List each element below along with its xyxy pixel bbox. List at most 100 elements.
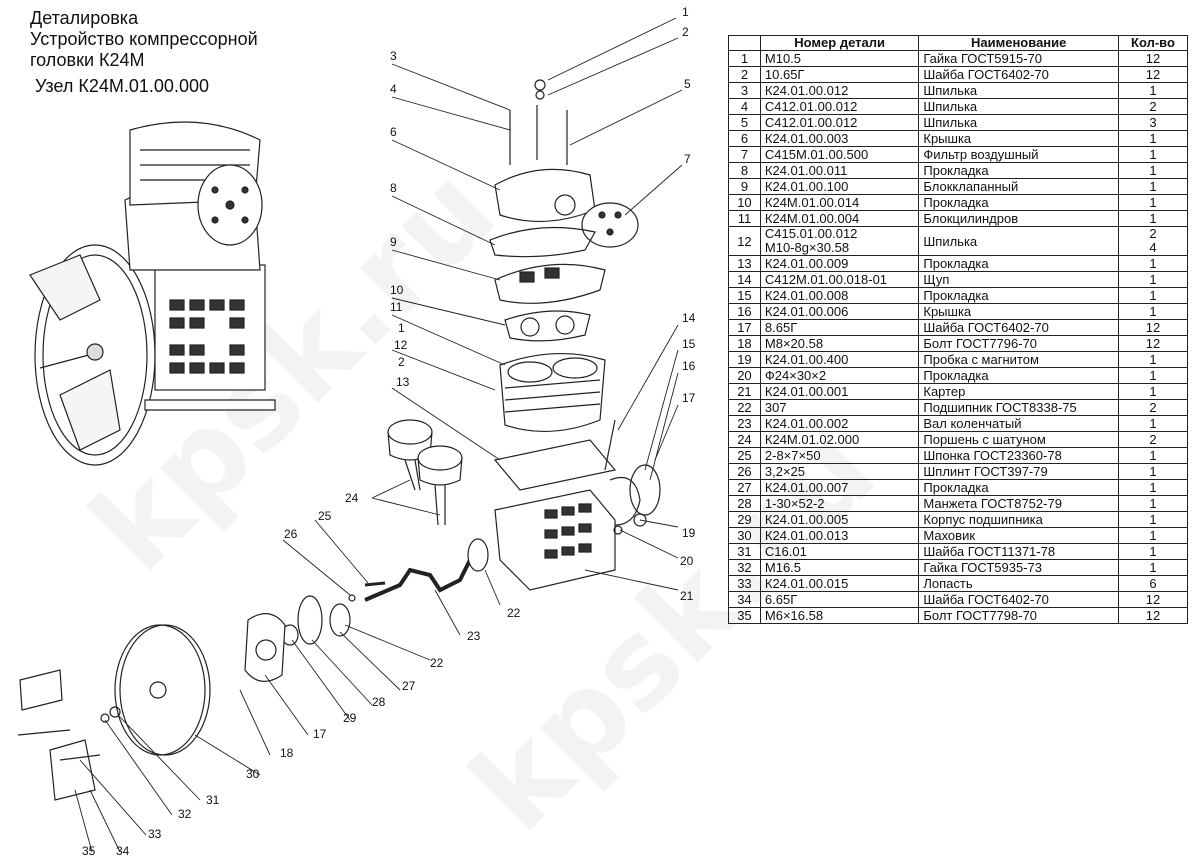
row-number: 7	[728, 146, 761, 163]
part-name: Прокладка	[918, 479, 1120, 496]
callout-12: 12	[394, 338, 408, 352]
row-number: 32	[728, 559, 761, 576]
part-name: Шпонка ГОСТ23360-78	[918, 447, 1120, 464]
col-name-header: Наименование	[918, 35, 1120, 51]
part-name: Фильтр воздушный	[918, 146, 1120, 163]
part-number: Ф24×30×2	[759, 367, 920, 384]
part-qty: 1	[1118, 162, 1188, 179]
doc-subtitle-1: Устройство компрессорной	[30, 29, 258, 49]
part-name: Щуп	[918, 271, 1120, 288]
row-number: 26	[728, 463, 761, 480]
callout-21: 21	[680, 589, 694, 603]
part-name: Вал коленчатый	[918, 415, 1120, 432]
callout-19: 19	[682, 526, 696, 540]
part-qty: 12	[1118, 50, 1188, 67]
part-number: M16.5	[759, 559, 920, 576]
part-number: M8×20.58	[759, 335, 920, 352]
part-number: К24.01.00.007	[759, 479, 920, 496]
callout-29: 29	[343, 711, 357, 725]
callout-17: 17	[682, 391, 696, 405]
callouts: 1 2 3 4 5 6 7 8 9 10 11 1 12 2 13 14 15 …	[82, 5, 696, 858]
row-number: 21	[728, 383, 761, 400]
part-qty: 6	[1118, 575, 1188, 592]
part-number: С415М.01.00.500	[759, 146, 920, 163]
part-name: Манжета ГОСТ8752-79	[918, 495, 1120, 512]
part-number: К24.01.00.008	[759, 287, 920, 304]
part-name: Картер	[918, 383, 1120, 400]
part-qty: 1	[1118, 194, 1188, 211]
callout-16: 16	[682, 359, 696, 373]
part-name: Шайба ГОСТ6402-70	[918, 319, 1120, 336]
part-number: С412.01.00.012	[759, 114, 920, 131]
part-name: Блокцилиндров	[918, 210, 1120, 227]
part-qty: 1	[1118, 303, 1188, 320]
part-qty: 1	[1118, 511, 1188, 528]
col-code-header: Номер детали	[759, 35, 920, 51]
callout-8: 8	[390, 181, 397, 195]
callout-23: 23	[467, 629, 481, 643]
part-name: Шайба ГОСТ6402-70	[918, 591, 1120, 608]
table-header-row: Номер детали Наименование Кол-во	[728, 35, 1188, 51]
part-number: К24.01.00.015	[759, 575, 920, 592]
part-name: Прокладка	[918, 255, 1120, 272]
callout-28: 28	[372, 695, 386, 709]
part-number: К24.01.00.002	[759, 415, 920, 432]
part-number: К24.01.00.400	[759, 351, 920, 368]
part-number-line1: С415.01.00.012	[764, 226, 858, 241]
part-qty: 3	[1118, 114, 1188, 131]
callout-2: 2	[682, 25, 689, 39]
callout-17b: 17	[313, 727, 327, 741]
exploded-drawing: 1 2 3 4 5 6 7 8 9 10 11 1 12 2 13 14 15 …	[17, 5, 696, 858]
part-qty: 2	[1118, 98, 1188, 115]
callout-15: 15	[682, 337, 696, 351]
row-number: 9	[728, 178, 761, 195]
row-number: 2	[728, 66, 761, 83]
part-qty: 1	[1118, 178, 1188, 195]
part-name: Маховик	[918, 527, 1120, 544]
part-qty-line2: 4	[1149, 240, 1157, 255]
row-number: 6	[728, 130, 761, 147]
callout-10: 10	[390, 283, 404, 297]
part-qty: 2	[1118, 431, 1188, 448]
callout-13: 13	[396, 375, 410, 389]
part-name: Болт ГОСТ7796-70	[918, 335, 1120, 352]
part-number: К24.01.00.006	[759, 303, 920, 320]
part-qty: 12	[1118, 591, 1188, 608]
part-qty: 1	[1118, 559, 1188, 576]
part-name: Прокладка	[918, 162, 1120, 179]
callout-3: 3	[390, 49, 397, 63]
callout-25: 25	[318, 509, 332, 523]
part-qty: 1	[1118, 447, 1188, 464]
part-name: Корпус подшипника	[918, 511, 1120, 528]
part-name: Шпилька	[918, 114, 1120, 131]
callout-27: 27	[402, 679, 416, 693]
part-number: К24М.01.02.000	[759, 431, 920, 448]
part-number: К24.01.00.011	[759, 162, 920, 179]
callout-34: 34	[116, 844, 130, 858]
part-qty: 1	[1118, 210, 1188, 227]
row-number: 11	[728, 210, 761, 227]
callout-14: 14	[682, 311, 696, 325]
row-number: 34	[728, 591, 761, 608]
row-number: 13	[728, 255, 761, 272]
crankcase	[494, 419, 661, 591]
part-number: 3,2×25	[759, 463, 920, 480]
part-number: 2-8×7×50	[759, 447, 920, 464]
assembled-compressor	[29, 121, 276, 466]
